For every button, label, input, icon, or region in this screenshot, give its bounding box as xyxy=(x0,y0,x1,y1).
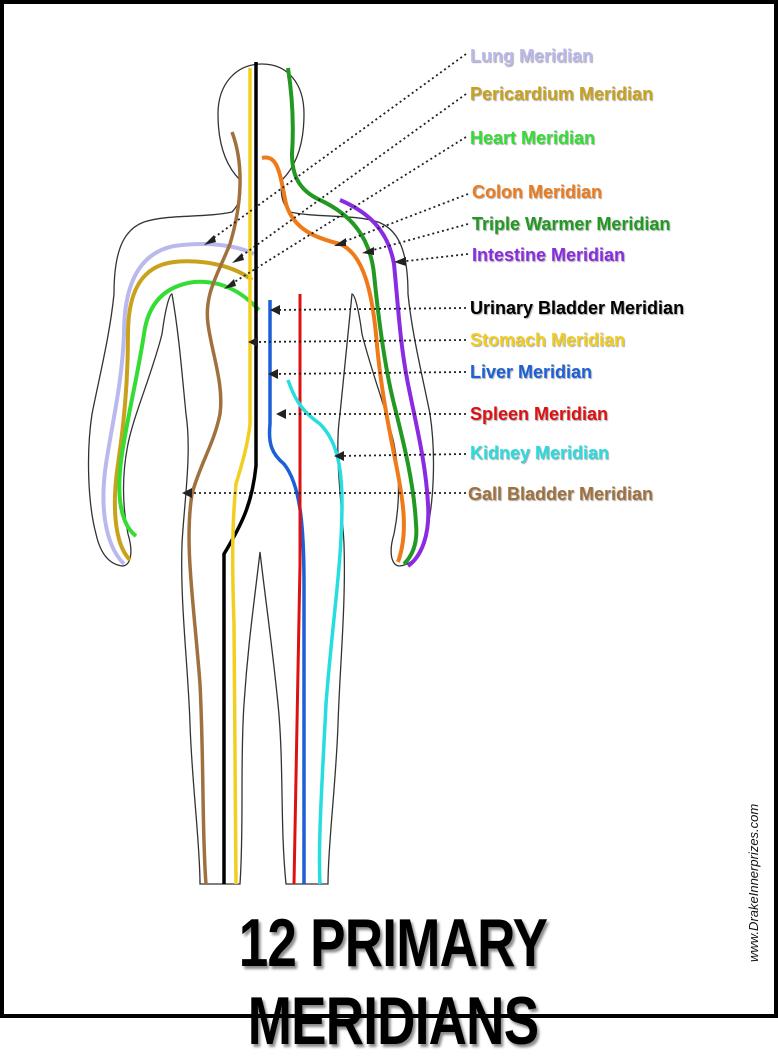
label-pericardium-meridian: Pericardium Meridian xyxy=(470,84,653,104)
label-lung-meridian: Lung Meridian xyxy=(470,46,593,66)
arrow-lung xyxy=(207,53,467,243)
arrowhead-liver xyxy=(268,369,278,379)
arrowhead-lung xyxy=(204,235,216,245)
liver-meridian-line xyxy=(267,300,306,884)
urinary-bladder-meridian-line xyxy=(222,62,258,884)
watermark: www.DrakeInnerprizes.com xyxy=(746,803,761,962)
arrowhead-stomach xyxy=(248,337,258,347)
meridian-diagram: Lung Meridian Pericardium Meridian Heart… xyxy=(87,46,684,885)
colon-meridian-line xyxy=(261,155,406,563)
label-kidney-meridian: Kidney Meridian xyxy=(470,443,609,463)
arrow-stomach xyxy=(251,339,467,343)
arrowhead-colon xyxy=(334,238,346,246)
pointer-arrows xyxy=(186,53,469,494)
label-gall-bladder-meridian: Gall Bladder Meridian xyxy=(468,484,653,504)
stomach-meridian-line xyxy=(230,68,252,885)
arrow-kidney xyxy=(337,453,467,457)
pericardium-meridian-line xyxy=(112,259,254,562)
heart-meridian-line xyxy=(117,279,261,538)
arrowhead-intestine xyxy=(394,257,406,266)
arrow-urinary-bladder xyxy=(273,307,467,311)
arrow-intestine xyxy=(397,253,469,263)
arrow-heads xyxy=(182,235,406,498)
label-colon-meridian: Colon Meridian xyxy=(472,182,602,202)
triple-warmer-meridian-line xyxy=(286,67,419,566)
kidney-meridian-line xyxy=(286,379,344,885)
arrowhead-gall-bladder xyxy=(182,488,192,498)
spleen-meridian-line xyxy=(292,294,302,885)
meridian-labels: Lung Meridian Pericardium Meridian Heart… xyxy=(468,46,684,504)
label-spleen-meridian: Spleen Meridian xyxy=(470,404,608,424)
label-heart-meridian: Heart Meridian xyxy=(470,128,595,148)
arrowhead-urinary-bladder xyxy=(270,305,280,315)
arrow-liver xyxy=(271,371,467,375)
arrowhead-kidney xyxy=(334,451,344,461)
arrowhead-pericardium xyxy=(232,253,244,263)
label-urinary-bladder-meridian: Urinary Bladder Meridian xyxy=(470,298,684,318)
page-title: 12 PRIMARY MERIDIANS xyxy=(238,905,548,1059)
arrow-colon xyxy=(337,193,469,245)
label-stomach-meridian: Stomach Meridian xyxy=(470,330,625,350)
lung-meridian-line xyxy=(101,242,255,566)
label-triple-warmer-meridian: Triple Warmer Meridian xyxy=(472,214,670,234)
arrowhead-spleen xyxy=(276,409,286,419)
arrow-heart xyxy=(227,136,467,287)
label-intestine-meridian: Intestine Meridian xyxy=(472,245,625,265)
body-outline xyxy=(87,63,435,885)
arrowhead-triple-warmer xyxy=(362,247,374,255)
label-liver-meridian: Liver Meridian xyxy=(470,362,592,382)
intestine-meridian-line xyxy=(339,198,431,568)
arrow-pericardium xyxy=(235,93,467,261)
gall-bladder-meridian-line xyxy=(187,131,242,885)
arrowhead-heart xyxy=(224,279,236,289)
